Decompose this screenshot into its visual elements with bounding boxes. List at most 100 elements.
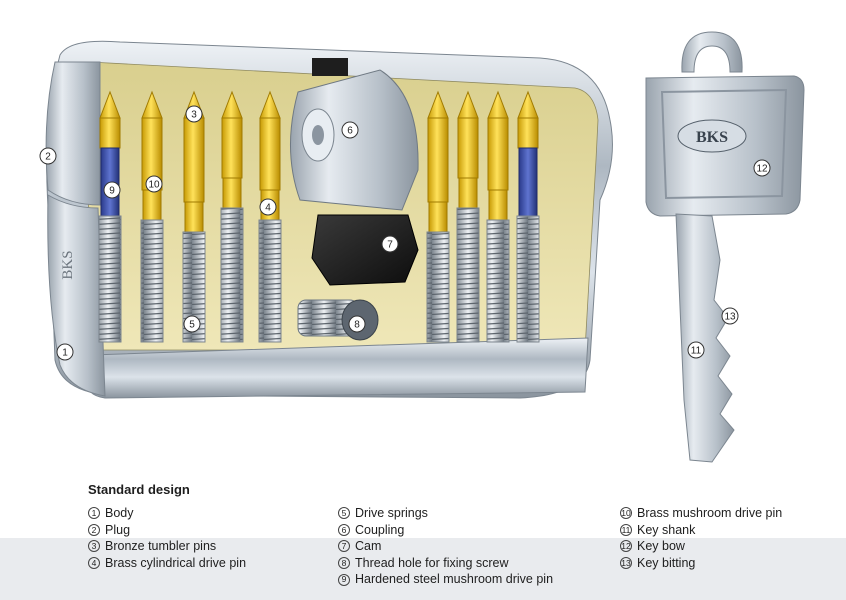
plug [45, 61, 101, 206]
drive-spring [220, 207, 244, 343]
brass-drive-pin [184, 201, 204, 233]
callout-11: 11 [687, 341, 705, 359]
tumbler-pin [487, 117, 509, 191]
drive-spring [140, 219, 164, 343]
legend-label: Brass mushroom drive pin [637, 506, 783, 520]
callout-7: 7 [381, 235, 399, 253]
legend-label: Bronze tumbler pins [105, 539, 217, 554]
drive-spring [98, 215, 122, 343]
legend-item: 5 Drive springs [338, 505, 553, 522]
svg-text:7: 7 [387, 240, 393, 251]
callout-4: 4 [259, 198, 277, 216]
brass-drive-pin [222, 177, 242, 209]
bottom-band [0, 538, 846, 600]
callout-10: 10 [145, 175, 163, 193]
drive-spring [426, 231, 450, 343]
key: BKS [645, 31, 805, 463]
pin-stack [456, 90, 480, 343]
callout-8: 8 [348, 315, 366, 333]
legend-item: 9 Hardened steel mushroom drive pin [338, 571, 553, 588]
legend-label: Plug [105, 522, 131, 537]
key-logo: BKS [696, 129, 728, 146]
legend-number: 2 [88, 523, 100, 536]
svg-text:5: 5 [189, 320, 195, 331]
tumbler-pin [457, 117, 479, 179]
legend-item: 8 Thread hole for fixing screw [338, 555, 553, 572]
pin-stack [516, 90, 540, 343]
legend-number: 9 [338, 573, 350, 586]
legend-label: Coupling [355, 522, 405, 537]
tumbler-pin [221, 117, 243, 179]
svg-text:12: 12 [756, 164, 768, 175]
pin-stack [182, 90, 206, 343]
svg-text:2: 2 [45, 152, 51, 163]
legend-label: Hardened steel mushroom drive pin [355, 572, 554, 587]
svg-text:11: 11 [691, 346, 702, 357]
pin-stack [220, 90, 244, 343]
pin-stack [486, 90, 510, 343]
key-shank [675, 213, 735, 463]
legend-number: 8 [338, 557, 350, 570]
legend-label: Body [105, 506, 134, 520]
legend-item: 7 Cam [338, 538, 553, 555]
callout-2: 2 [39, 147, 57, 165]
legend-item: 11 Key shank [620, 522, 782, 539]
tumbler-pin [99, 117, 121, 149]
legend-number: 7 [338, 540, 350, 553]
pin-stack [258, 90, 282, 343]
legend-number: 11 [620, 523, 632, 536]
tumbler-pin [517, 117, 539, 149]
cam [311, 214, 419, 286]
callout-5: 5 [183, 315, 201, 333]
pin-stack [98, 90, 122, 343]
drive-spring [486, 219, 510, 343]
svg-text:4: 4 [265, 203, 271, 214]
legend-number: 12 [620, 540, 632, 553]
svg-text:9: 9 [109, 186, 115, 197]
coupling [289, 58, 419, 211]
legend-number: 4 [88, 557, 100, 570]
legend-item: 12 Key bow [620, 538, 782, 555]
callout-3: 3 [185, 105, 203, 123]
callout-9: 9 [103, 181, 121, 199]
legend-number: 6 [338, 523, 350, 536]
svg-text:1: 1 [62, 348, 68, 359]
legend-label: Key shank [637, 522, 696, 537]
brass-drive-pin [458, 177, 478, 209]
drive-spring [516, 215, 540, 343]
svg-text:8: 8 [354, 320, 360, 331]
callout-1: 1 [56, 343, 74, 361]
brass-drive-pin [142, 189, 162, 221]
legend-column-2: 5 Drive springs 6 Coupling 7 Cam 8 Thread hole … [338, 505, 553, 588]
legend-label: Thread hole for fixing screw [355, 555, 509, 570]
legend-label: Drive springs [355, 506, 428, 520]
key-ring [681, 31, 743, 73]
legend-number: 13 [620, 557, 632, 570]
brass-drive-pin [428, 201, 448, 233]
drive-spring [182, 231, 206, 343]
drive-spring [258, 219, 282, 343]
tumbler-pin [427, 117, 449, 203]
svg-text:13: 13 [724, 312, 736, 323]
legend-label: Key bow [637, 539, 685, 554]
svg-text:10: 10 [148, 180, 160, 191]
legend-title: Standard design [88, 482, 190, 497]
pin-stack [140, 90, 164, 343]
legend-item: 6 Coupling [338, 522, 553, 539]
pin-stack [426, 90, 450, 343]
legend-number: 5 [338, 507, 350, 520]
tumbler-pin [259, 117, 281, 191]
legend-item: 2 Plug [88, 522, 246, 539]
thread-hole [297, 299, 379, 341]
legend-label: Cam [355, 539, 382, 554]
callout-13: 13 [721, 307, 739, 325]
